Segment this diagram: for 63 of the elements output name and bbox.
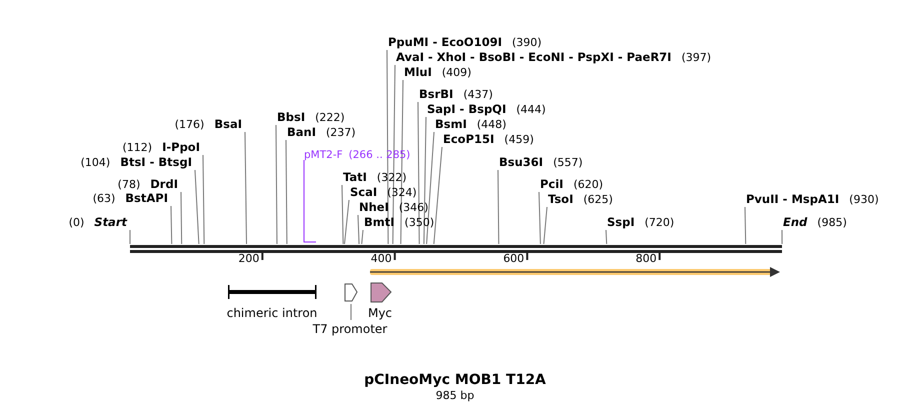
leader-line	[744, 206, 746, 244]
restriction-site-label: ScaI (324)	[350, 184, 417, 201]
restriction-site-label: SapI - BspQI (444)	[427, 101, 546, 118]
leader-line	[244, 132, 247, 244]
restriction-site-label: AvaI - XhoI - BsoBI - EcoNI - PspXI - PaeR7I (397)	[396, 49, 712, 66]
restriction-site-label: EcoP15I (459)	[443, 131, 534, 148]
leader-line	[426, 132, 434, 244]
leader-line	[276, 124, 278, 244]
restriction-site-label: (112) I-PpoI	[122, 139, 200, 156]
restriction-site-label: (176) BsaI	[174, 116, 242, 133]
restriction-site-label: (0) Start	[68, 214, 127, 231]
map-title: pCIneoMyc MOB1 T12A	[364, 372, 546, 388]
primer-bracket	[304, 160, 316, 242]
leader-line	[194, 170, 200, 244]
leader-line	[392, 64, 396, 244]
feature-label: chimeric intron	[226, 306, 318, 320]
leader-line	[202, 154, 205, 244]
restriction-site-label: SspI (720)	[607, 214, 674, 231]
scale-label: 800	[636, 252, 657, 265]
orf-feature	[370, 267, 780, 277]
leader-line	[170, 206, 172, 244]
leader-line	[498, 170, 500, 244]
restriction-site-label: PvuII - MspA1I (930)	[746, 191, 879, 208]
restriction-site-label: (78) DrdI	[118, 176, 178, 193]
dna-backbone	[130, 245, 782, 253]
restriction-site-label: BanI (237)	[287, 124, 356, 141]
restriction-site-label: BbsI (222)	[277, 109, 345, 126]
feature-label: Myc	[368, 306, 392, 320]
leader-line	[350, 304, 352, 320]
restriction-site-label: End (985)	[783, 214, 847, 231]
leader-line	[386, 50, 389, 244]
restriction-site-label: PciI (620)	[540, 176, 604, 193]
leader-line	[400, 80, 404, 244]
leader-line	[606, 230, 608, 244]
leader-line	[361, 230, 364, 244]
sequence-length: 985 bp	[436, 389, 474, 402]
scale-label: 400	[370, 252, 392, 265]
leader-line	[543, 206, 548, 244]
restriction-site-label: (63) BstAPI	[92, 190, 168, 207]
leader-line	[344, 200, 350, 244]
promoter-feature	[344, 284, 358, 302]
leader-line	[286, 140, 288, 244]
leader-line	[538, 192, 541, 244]
restriction-site-label: NheI (346)	[359, 199, 428, 216]
restriction-site-label: BsmI (448)	[435, 116, 506, 133]
restriction-site-label: BmtI (350)	[364, 214, 434, 231]
leader-line	[433, 146, 442, 244]
leader-line	[342, 184, 344, 244]
restriction-site-label: MluI (409)	[404, 64, 472, 81]
leader-line	[418, 102, 420, 244]
leader-line	[358, 214, 360, 244]
leader-line	[423, 116, 426, 244]
scale-label: 600	[503, 252, 524, 265]
restriction-site-label: TatI (322)	[343, 169, 406, 186]
restriction-site-label: (104) BtsI - BtsgI	[80, 154, 192, 171]
leader-line	[782, 230, 783, 244]
restriction-site-label: BsrBI (437)	[419, 86, 493, 103]
scale-label: 200	[238, 252, 260, 265]
restriction-site-label: TsoI (625)	[548, 191, 613, 208]
feature-label: T7 promoter	[312, 322, 388, 336]
restriction-site-label: PpuMI - EcoO109I (390)	[388, 34, 542, 51]
restriction-site-label: Bsu36I (557)	[499, 154, 583, 171]
leader-line	[180, 192, 182, 244]
